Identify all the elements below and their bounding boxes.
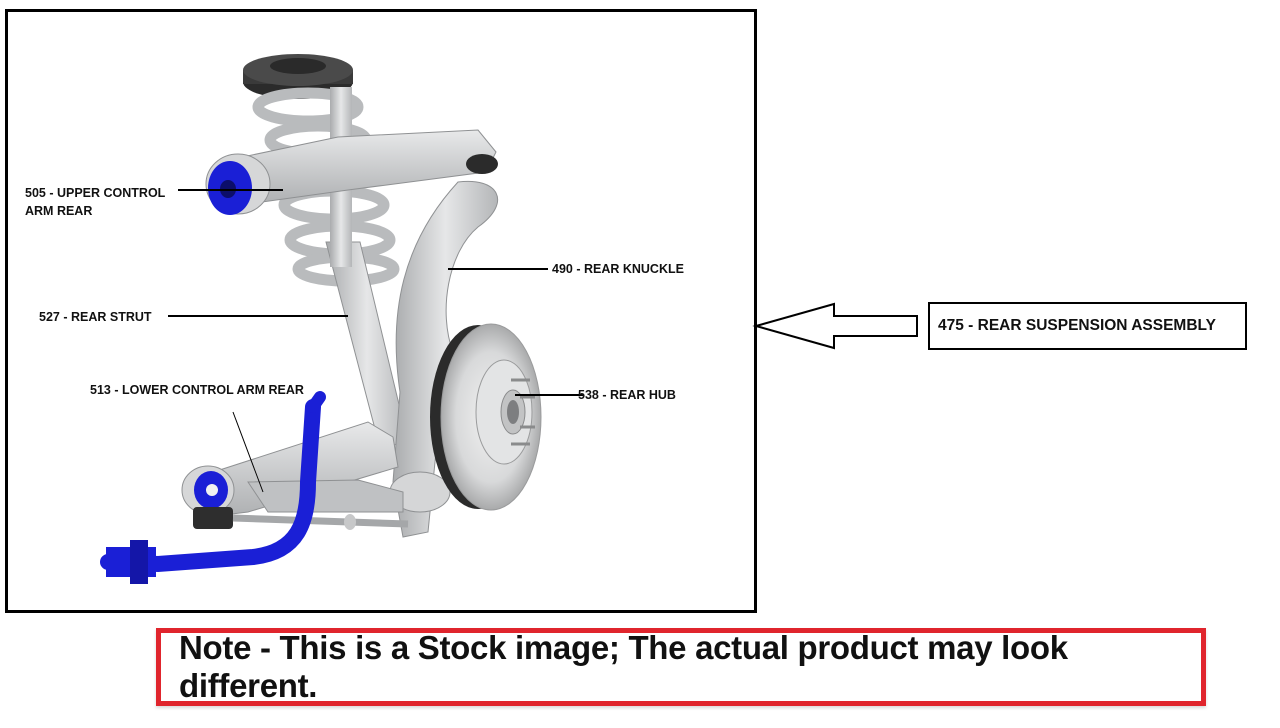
sway-bar bbox=[100, 391, 326, 584]
callout-rear-strut: 527 - REAR STRUT bbox=[39, 310, 152, 324]
diagram-frame: 505 - UPPER CONTROL ARM REAR 490 - REAR … bbox=[5, 9, 757, 613]
callout-rear-knuckle: 490 - REAR KNUCKLE bbox=[552, 262, 684, 276]
assembly-label-box: 475 - REAR SUSPENSION ASSEMBLY bbox=[928, 302, 1247, 350]
top-mount bbox=[243, 54, 353, 99]
leader-lines bbox=[168, 189, 583, 493]
callout-lower-control-arm: 513 - LOWER CONTROL ARM REAR bbox=[90, 383, 304, 397]
stock-image-note: Note - This is a Stock image; The actual… bbox=[156, 628, 1206, 706]
ball-joint bbox=[466, 154, 498, 174]
toe-link bbox=[193, 507, 409, 530]
brake-disc bbox=[430, 323, 542, 511]
left-arrow-icon bbox=[752, 302, 918, 350]
lower-bushing bbox=[181, 465, 235, 515]
assembly-label: 475 - REAR SUSPENSION ASSEMBLY bbox=[938, 317, 1216, 334]
suspension-illustration bbox=[100, 54, 583, 584]
note-text: Note - This is a Stock image; The actual… bbox=[179, 629, 1068, 704]
callout-upper-control-arm-line2: ARM REAR bbox=[25, 204, 93, 218]
lower-control-arm bbox=[197, 421, 404, 518]
upper-bushing bbox=[205, 153, 271, 215]
callout-upper-control-arm: 505 - UPPER CONTROL ARM REAR bbox=[25, 184, 165, 220]
callout-rear-hub: 538 - REAR HUB bbox=[578, 388, 676, 402]
callout-upper-control-arm-line1: 505 - UPPER CONTROL bbox=[25, 186, 166, 200]
